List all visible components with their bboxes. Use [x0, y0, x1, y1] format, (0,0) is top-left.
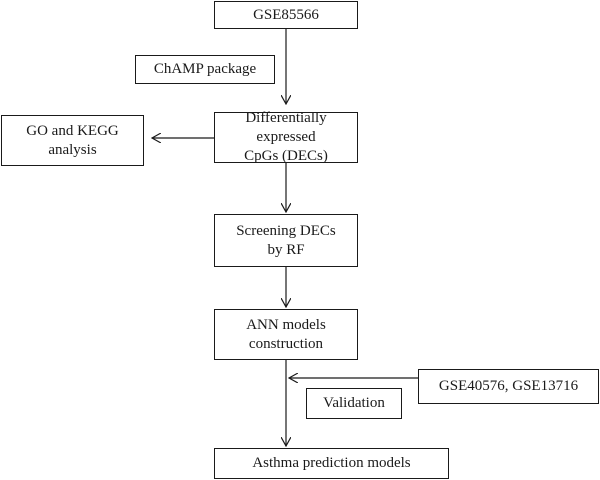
node-validation-datasets-line-1: GSE40576, GSE13716 [438, 378, 579, 394]
node-asthma-prediction-models: Asthma prediction models [214, 448, 449, 479]
node-validation: Validation [306, 388, 402, 419]
node-validation-line-1: Validation [323, 395, 385, 411]
node-champ-package-line-1: ChAMP package [153, 61, 257, 77]
node-decs-line-2: CpGs (DECs) [244, 148, 328, 164]
node-champ-package: ChAMP package [135, 55, 275, 84]
node-decs-line-1: Differentially expressed [245, 110, 327, 145]
node-go-kegg-line-2: analysis [48, 141, 97, 158]
node-validation-datasets: GSE40576, GSE13716 [418, 369, 599, 404]
node-go-kegg-line-1: GO and KEGG [26, 122, 119, 139]
node-gse85566-line-1: GSE85566 [253, 6, 319, 23]
node-gse85566: GSE85566 [214, 1, 358, 29]
node-screening-decs-by-rf: Screening DECs by RF [214, 214, 358, 267]
node-asthma-line-1: Asthma prediction models [252, 455, 411, 471]
node-screening-line-1: Screening DECs [236, 222, 336, 239]
node-go-kegg-analysis: GO and KEGG analysis [1, 115, 144, 166]
node-differentially-expressed-cpgs: Differentially expressed CpGs (DECs) [214, 110, 358, 164]
node-ann-models-construction: ANN models construction [214, 309, 358, 360]
node-ann-line-2: construction [248, 335, 324, 352]
node-ann-line-1: ANN models [246, 316, 326, 333]
node-screening-line-2: by RF [267, 241, 305, 258]
